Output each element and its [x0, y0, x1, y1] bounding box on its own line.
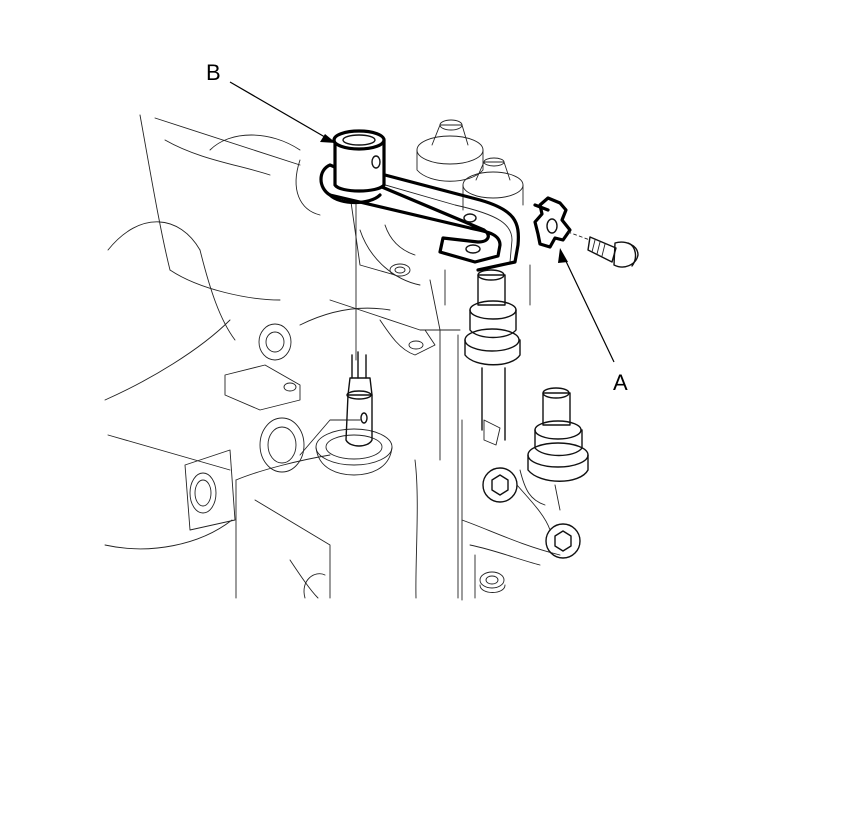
- callout-a: A: [558, 248, 628, 395]
- callout-a-label: A: [613, 370, 628, 395]
- callout-a-leader: [562, 254, 615, 363]
- valve-fittings: [464, 269, 589, 559]
- transmission-housing: [104, 114, 561, 601]
- lever-arm-part-b: [319, 129, 520, 272]
- lock-washer-part-a: [533, 196, 572, 249]
- callout-b-arrowhead: [320, 134, 336, 143]
- shift-shaft: [345, 199, 373, 447]
- callout-b: B: [206, 60, 336, 143]
- callout-b-leader: [229, 81, 331, 141]
- callout-b-label: B: [206, 60, 221, 85]
- callout-a-arrowhead: [558, 248, 568, 263]
- cone-bosses: [416, 119, 531, 306]
- flange-bolt: [567, 231, 639, 268]
